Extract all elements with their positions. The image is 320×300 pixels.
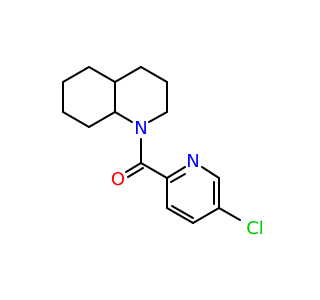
bond xyxy=(62,111,90,128)
chlorine-label: Cl xyxy=(246,218,264,239)
structure-canvas: N N O Cl xyxy=(62,66,264,239)
ring-nitrogen-label: N xyxy=(134,118,147,139)
bond xyxy=(114,66,142,83)
pyridine-nitrogen-label: N xyxy=(186,151,199,172)
bond xyxy=(114,111,133,123)
bond xyxy=(171,205,194,219)
bond xyxy=(201,166,220,179)
bond xyxy=(218,207,241,221)
bond xyxy=(140,162,168,179)
oxygen-label: O xyxy=(111,169,125,190)
bond xyxy=(62,66,90,83)
bond xyxy=(148,111,168,123)
bond xyxy=(88,111,116,128)
bond xyxy=(88,66,116,83)
bond xyxy=(192,207,220,224)
bond xyxy=(140,66,168,83)
bond xyxy=(166,207,194,224)
bond xyxy=(125,162,142,173)
bond xyxy=(127,167,144,178)
bond xyxy=(166,166,186,179)
molecule-diagram: N N O Cl xyxy=(62,66,264,239)
bond xyxy=(170,173,186,183)
